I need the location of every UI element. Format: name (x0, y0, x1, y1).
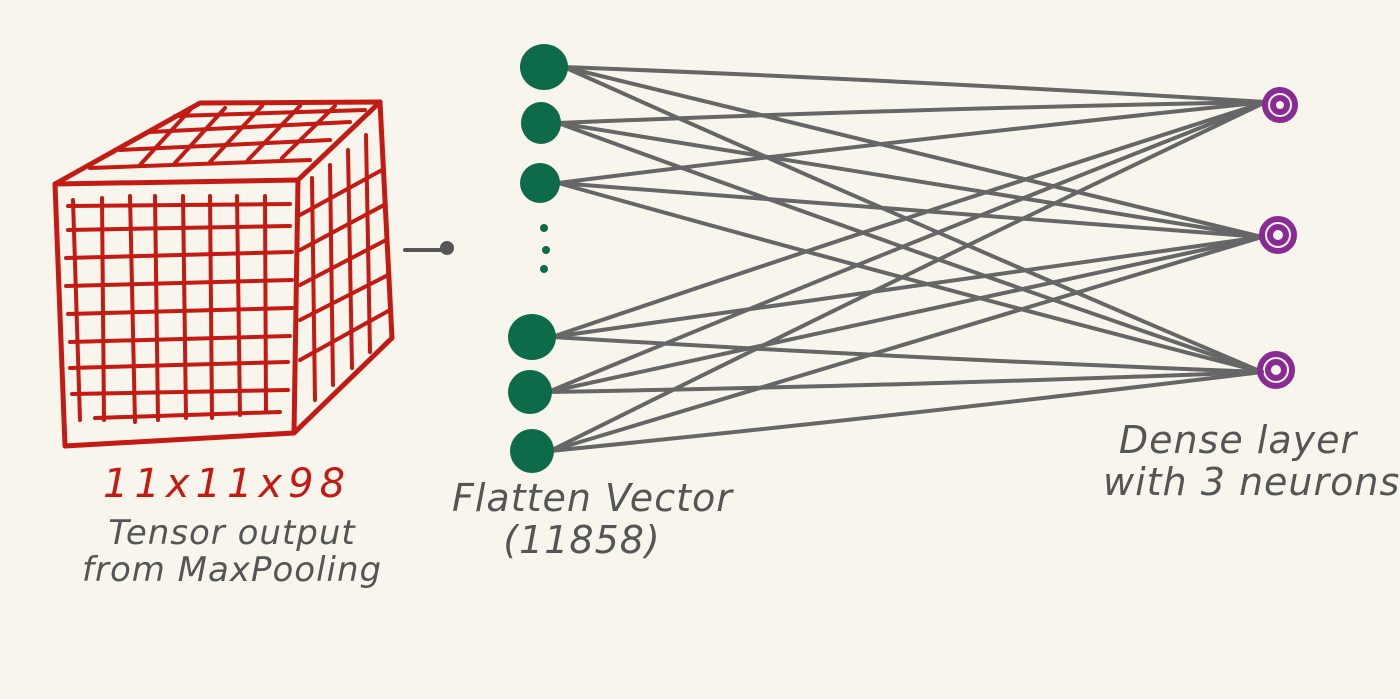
cube-side-face (291, 99, 395, 436)
dense-neurons (1257, 87, 1298, 389)
connection-6-2 (548, 235, 1264, 453)
flatten-neuron-1 (520, 44, 568, 90)
tensor-caption: Tensor output from MaxPooling (82, 513, 383, 591)
arrow-head (440, 241, 454, 255)
dense-caption-line1: Dense layer (1118, 418, 1358, 462)
connection-1-1 (562, 65, 1268, 104)
connection-3-2 (556, 181, 1264, 239)
cube-side-grid (298, 133, 392, 402)
flow-arrow (403, 241, 454, 255)
dense-neuron-1 (1262, 87, 1298, 123)
flatten-neurons (508, 44, 568, 473)
tensor-caption-line2: from MaxPooling (82, 550, 383, 591)
connection-3-1 (556, 100, 1268, 185)
connection-4-2 (550, 235, 1264, 339)
cube-front-grid (64, 194, 294, 424)
connection-6-3 (548, 370, 1264, 453)
dense-neuron-3-inner (1265, 359, 1287, 381)
flatten-caption: Flatten Vector (11858) (452, 476, 733, 562)
connection-5-1 (546, 100, 1268, 394)
dense-neuron-2-inner (1267, 224, 1289, 246)
flatten-neuron-3 (520, 163, 560, 203)
connection-6-1 (548, 100, 1268, 453)
connection-1-2 (562, 65, 1264, 239)
connection-5-3 (546, 370, 1264, 394)
flatten-caption-line2: (11858) (503, 517, 661, 562)
tensor-caption-line1: Tensor output (108, 513, 356, 553)
cube-top-face (52, 99, 383, 187)
flatten-neuron-5 (508, 370, 552, 414)
dense-neuron-2 (1259, 216, 1297, 254)
dense-caption-line2: with 3 neurons (1103, 459, 1400, 504)
connection-4-3 (550, 335, 1264, 374)
connection-2-1 (556, 100, 1268, 125)
flatten-caption-line1: Flatten Vector (452, 476, 733, 520)
ellipsis-dots (540, 224, 550, 273)
connection-5-2 (546, 235, 1264, 394)
connection-1-3 (562, 65, 1264, 374)
flatten-neuron-2 (521, 102, 561, 144)
connection-2-3 (556, 121, 1264, 374)
dense-neuron-3 (1257, 351, 1295, 389)
connection-2-2 (556, 121, 1264, 239)
dense-caption: Dense layer with 3 neurons (1103, 418, 1400, 504)
cube-top-grid (88, 104, 367, 170)
tensor-dims-label: 11x11x98 (103, 461, 352, 507)
connection-3-3 (556, 181, 1264, 374)
connection-4-1 (550, 100, 1268, 339)
tensor-cube (52, 99, 395, 449)
dense-neuron-1-inner (1270, 95, 1290, 115)
flatten-neuron-6 (510, 429, 554, 473)
flatten-neuron-4 (508, 314, 556, 360)
connections (546, 65, 1268, 453)
